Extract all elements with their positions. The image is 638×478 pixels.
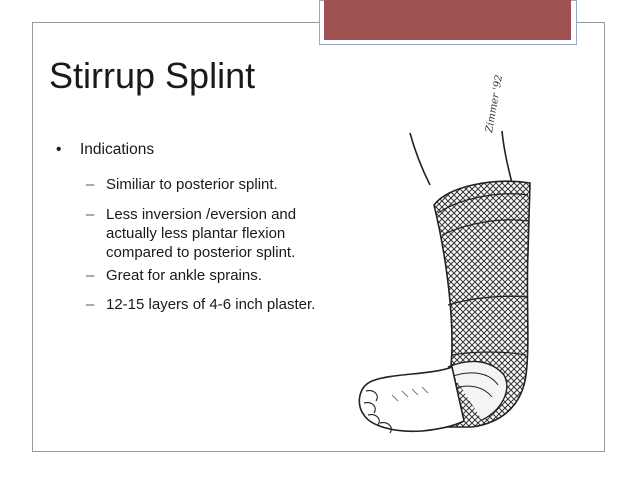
leg-splint-illustration-icon: Zimmer '92 [358, 74, 531, 434]
sub-item-dash: – [86, 206, 95, 223]
header-accent-bar [324, 0, 571, 40]
sub-item-dash: – [86, 296, 95, 313]
sub-item-text: 12-15 layers of 4-6 inch plaster. [106, 296, 316, 313]
sub-item-dash: – [86, 176, 95, 193]
slide-frame [32, 22, 605, 452]
bullet-marker: • [56, 141, 62, 158]
slide-title: Stirrup Splint [49, 55, 256, 96]
sub-item-text: Great for ankle sprains. [106, 267, 262, 284]
sub-item-text: Less inversion /eversion and actually le… [106, 206, 297, 261]
sub-item-dash: – [86, 267, 95, 284]
bullet-text: Indications [80, 141, 155, 158]
sub-item-text: Similiar to posterior splint. [106, 176, 278, 193]
